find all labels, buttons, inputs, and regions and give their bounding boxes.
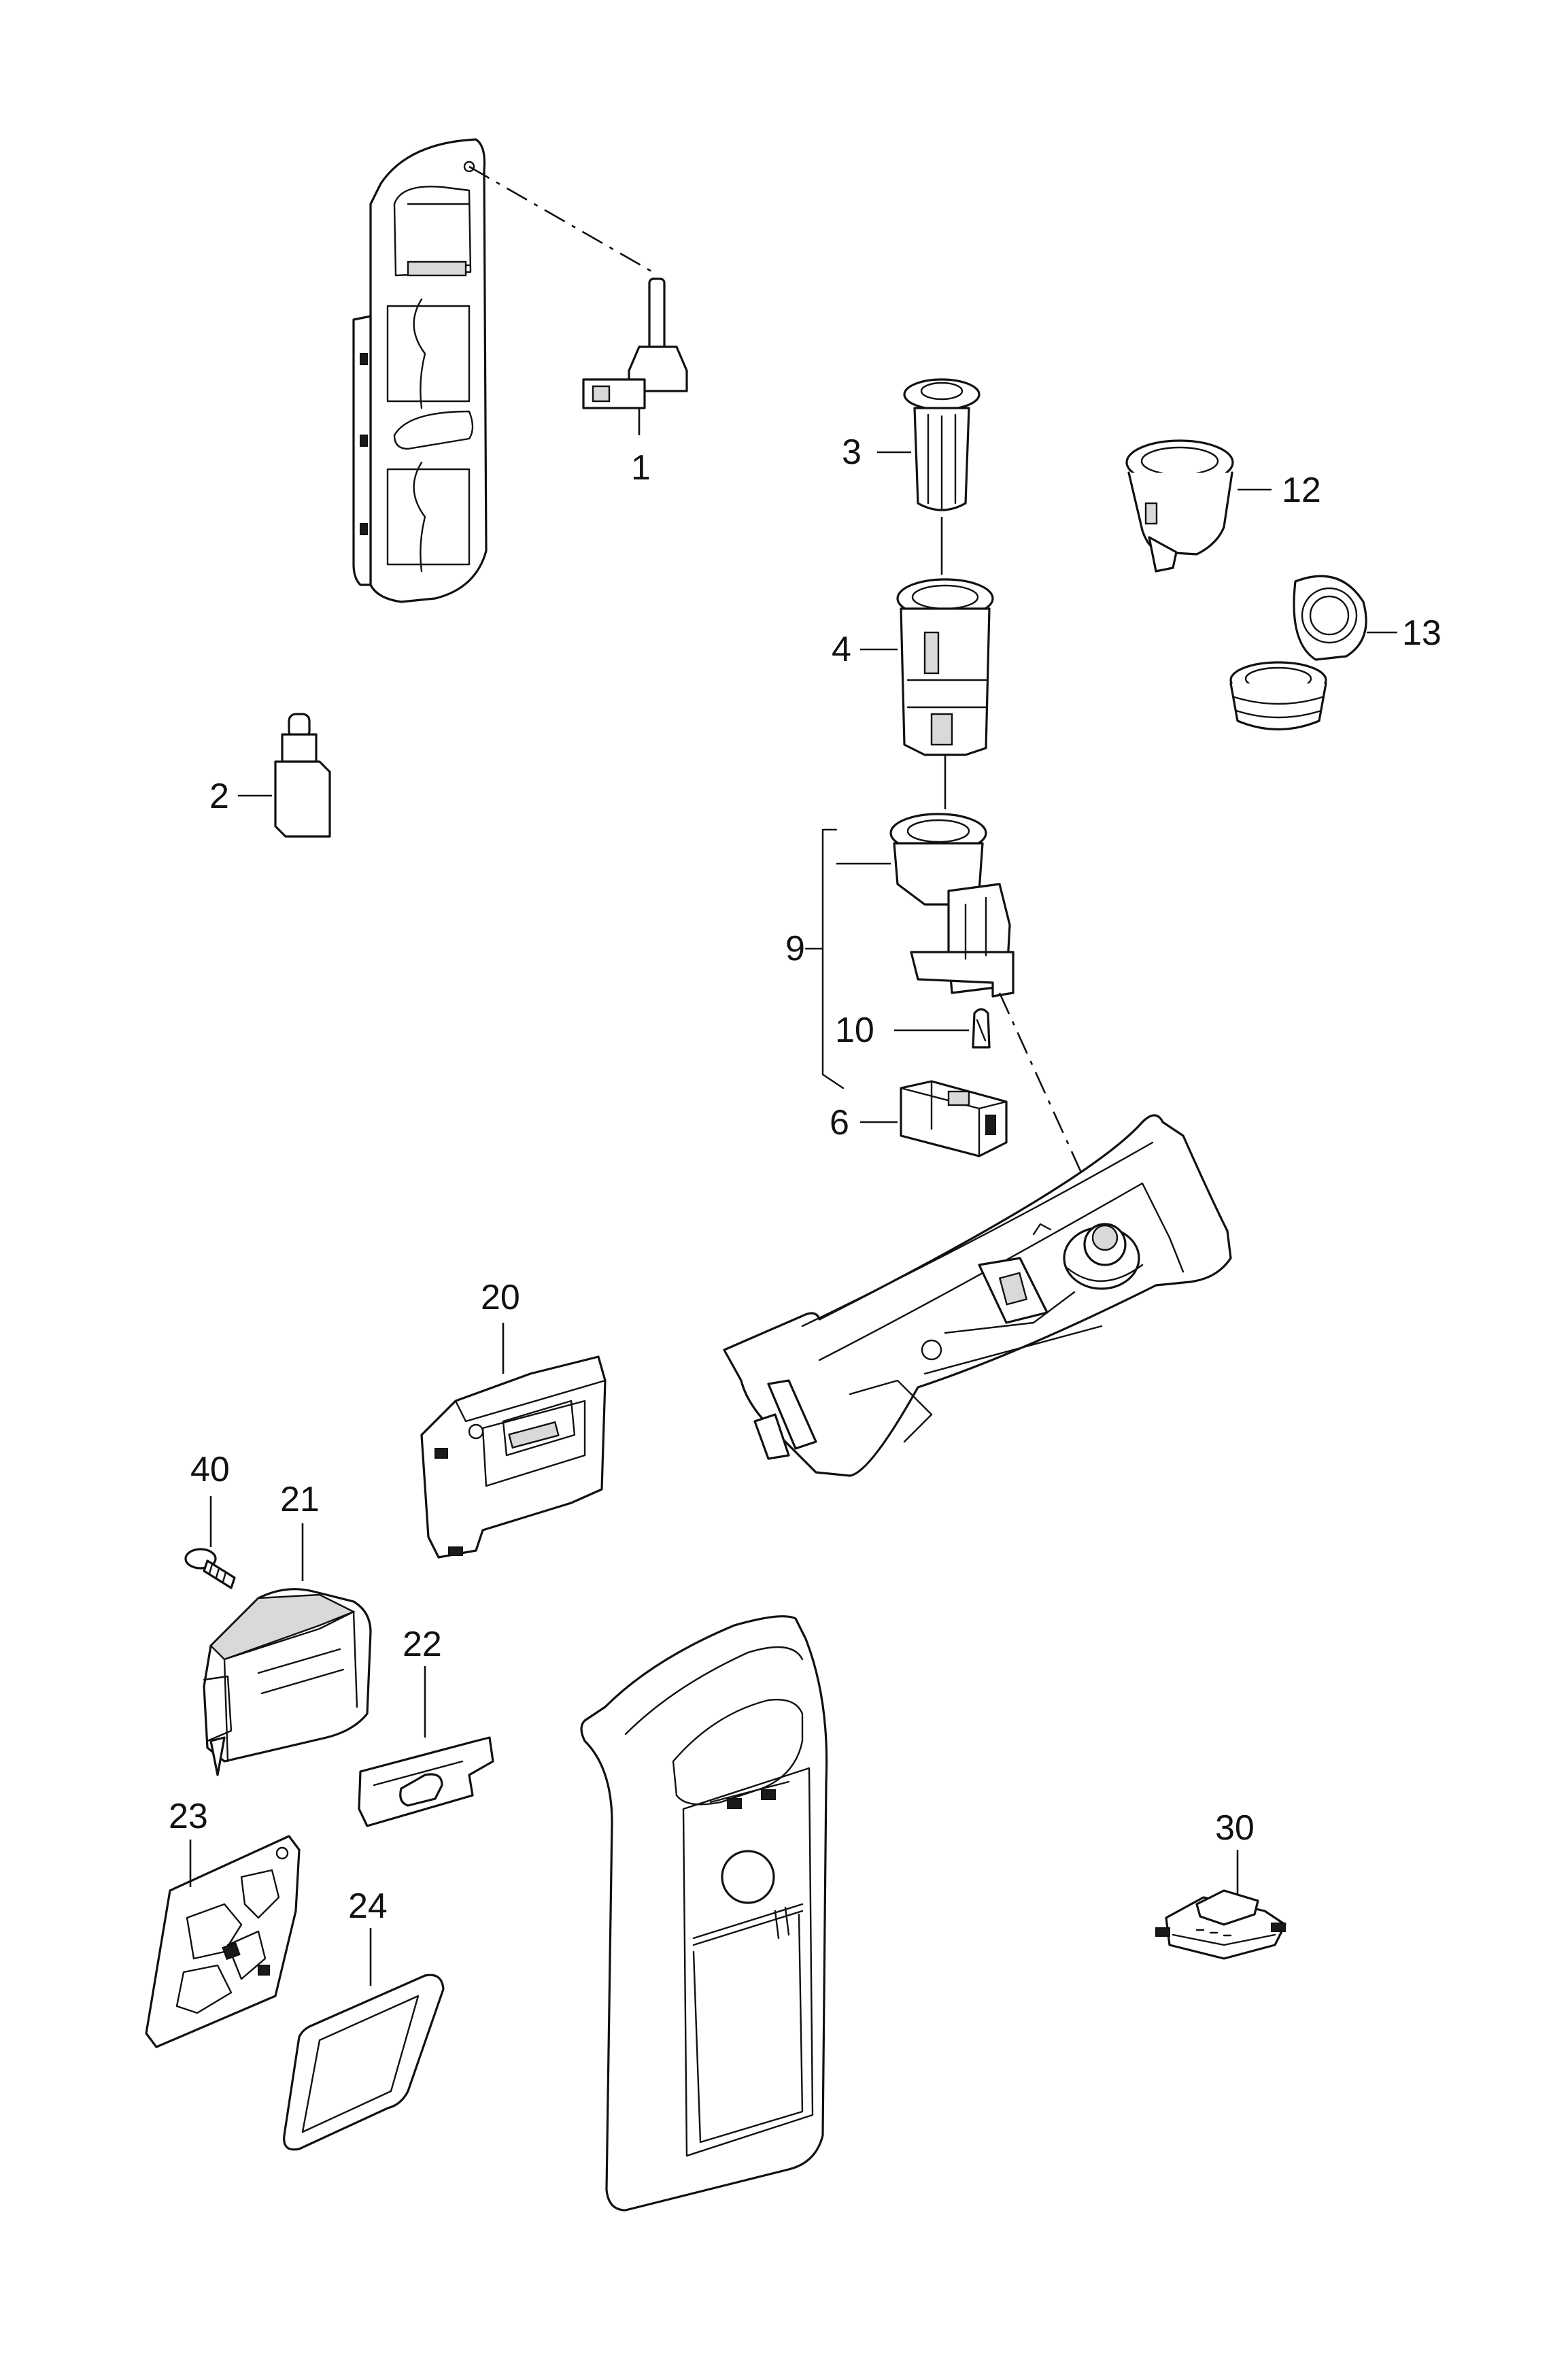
callout-23: 23 <box>169 1797 208 1836</box>
part-22-plate <box>358 1666 494 1827</box>
part-30-switch <box>1155 1850 1286 1960</box>
callout-22: 22 <box>403 1625 442 1664</box>
callout-1: 1 <box>631 448 651 488</box>
part-6-connector <box>860 1080 1008 1157</box>
callout-3: 3 <box>842 433 862 472</box>
callout-6: 6 <box>830 1103 849 1142</box>
callout-12: 12 <box>1282 471 1321 510</box>
rear-console-trim <box>580 1615 828 2212</box>
part-12-cup <box>1125 439 1272 573</box>
part-1-sensor <box>468 165 688 435</box>
part-10-bulb <box>894 1008 991 1049</box>
callout-24: 24 <box>348 1886 388 1926</box>
part-40-screw <box>184 1496 236 1589</box>
callout-21: 21 <box>280 1480 320 1519</box>
part-3-lighter-insert <box>877 378 981 575</box>
part-20-bracket <box>420 1323 607 1559</box>
center-console <box>723 992 1232 1477</box>
part-21-switch-unit <box>203 1523 372 1776</box>
part-4-socket <box>860 578 994 809</box>
callout-10: 10 <box>835 1011 874 1050</box>
part-2-button <box>238 713 331 838</box>
part-24-frame <box>283 1928 445 2151</box>
callout-2: 2 <box>209 777 229 816</box>
part-23-panel <box>145 1835 301 2048</box>
switch-trim-panel <box>352 138 488 603</box>
part-13-lid-socket <box>1229 575 1397 731</box>
callout-4: 4 <box>832 630 851 669</box>
callout-20: 20 <box>481 1278 520 1317</box>
callout-9: 9 <box>785 929 805 968</box>
part-9-socket-housing <box>804 813 1015 1089</box>
callout-13: 13 <box>1402 613 1442 653</box>
callout-40: 40 <box>190 1450 230 1489</box>
callout-30: 30 <box>1215 1808 1255 1848</box>
